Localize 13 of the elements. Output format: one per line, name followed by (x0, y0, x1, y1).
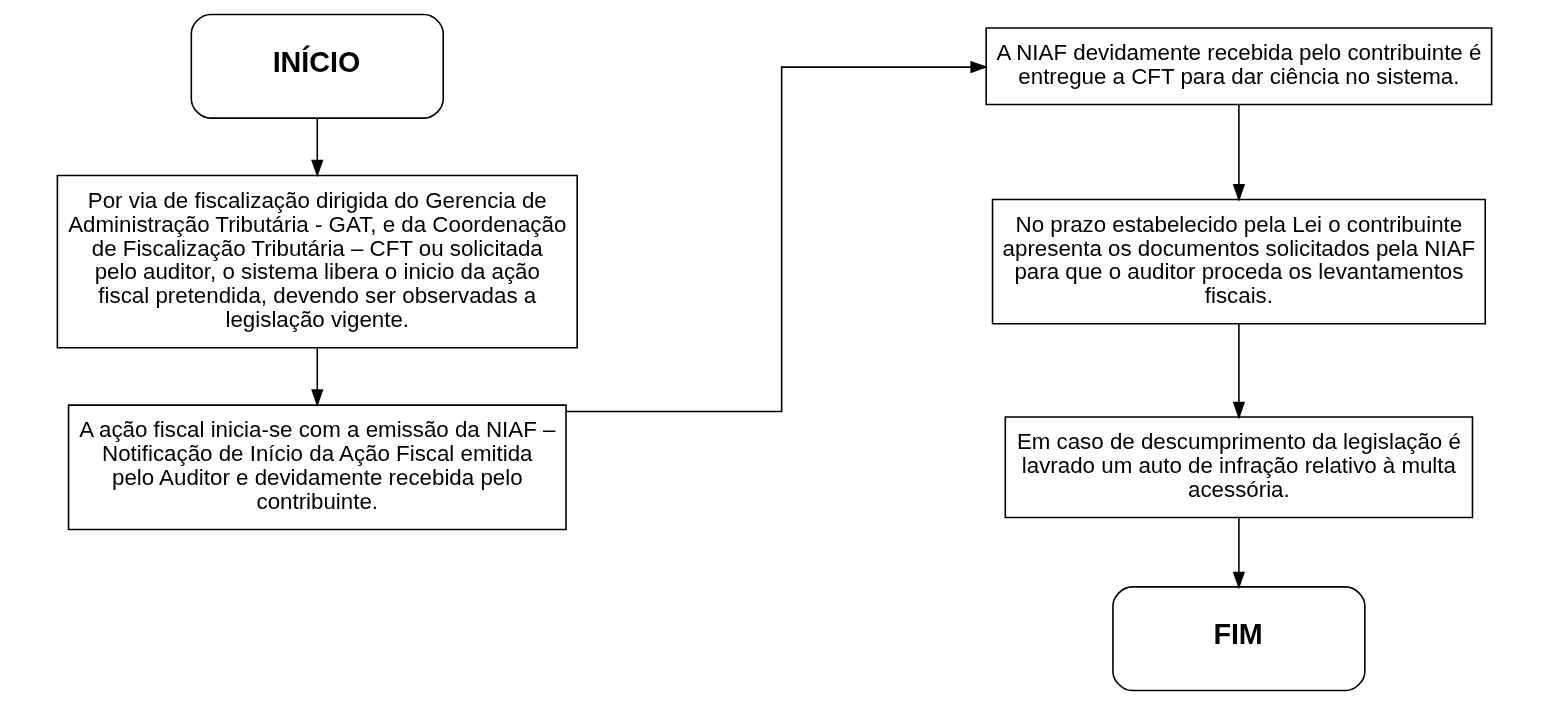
arrow (1232, 517, 1245, 590)
arrow (310, 347, 323, 407)
node-box: FIM (1111, 586, 1366, 692)
arrow (565, 60, 988, 413)
node-box: A NIAF devidamente recebida pelo contribuinte é entregue a CFT para dar ciência no sistema. (984, 27, 1492, 106)
node-box: No prazo estabelecido pela Lei o contribuinte apresenta os documentos solicitados pela NIAF para que o auditor proceda os levantamentos fiscais. (991, 198, 1486, 325)
node-box: A ação fiscal inicia-se com a emissão da NIAF – Notificação de Início da Ação Fiscal emitida pelo Auditor e devidamente recebida pelo contribuinte. (67, 404, 567, 531)
node-box: INÍCIO (190, 13, 444, 119)
node-box: Por via de fiscalização dirigida do Gerencia de Administração Tributária - GAT, e da Coordenação de Fiscalização Tributária – CFT ou solicitada pelo auditor, o sistema libera o inicio da ação fiscal pretendida, devendo ser observadas a legislação vigente. (56, 174, 578, 349)
arrow (1232, 104, 1245, 202)
arrow (310, 117, 323, 178)
node-box: Em caso de descumprimento da legislação é lavrado um auto de infração relativo à multa acessória. (1004, 416, 1473, 519)
arrow (1232, 323, 1245, 420)
